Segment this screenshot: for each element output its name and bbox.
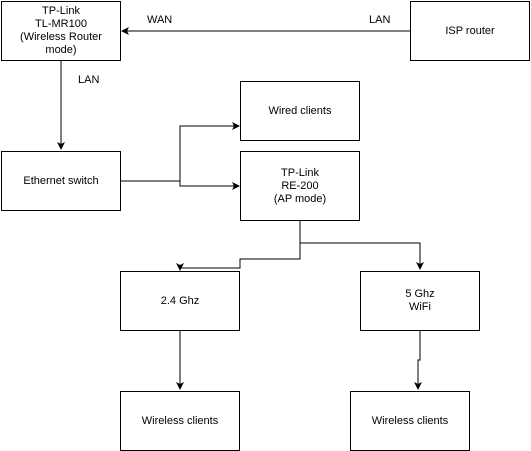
ethernet-switch-label: Ethernet switch: [23, 174, 99, 187]
band-24ghz-label: 2.4 Ghz: [160, 294, 200, 307]
tplink-router-label: TP-Link TL-MR100 (Wireless Router mode): [20, 5, 102, 56]
band-5ghz-label: 5 Ghz WiFi: [405, 288, 435, 313]
wireless-clients-24-label: Wireless clients: [141, 414, 219, 427]
tplink-router-node: TP-Link TL-MR100 (Wireless Router mode): [1, 1, 121, 61]
tplink-ap-label: TP-Link RE-200 (AP mode): [273, 166, 327, 205]
band-24ghz-node: 2.4 Ghz: [120, 271, 240, 331]
band-5ghz-node: 5 Ghz WiFi: [360, 271, 480, 331]
lan-isp-label: LAN: [369, 14, 391, 26]
wireless-clients-5-node: Wireless clients: [350, 391, 470, 451]
lan-switch-label: LAN: [78, 74, 100, 86]
wan-label: WAN: [147, 14, 173, 26]
edge-ap-to-5ghz: [299, 221, 424, 270]
wired-clients-label: Wired clients: [268, 104, 332, 117]
wired-clients-node: Wired clients: [240, 81, 360, 141]
edge-ap-to-24ghz: [176, 221, 301, 271]
edge-5ghz-to-wireless-clients: [414, 331, 422, 390]
ethernet-switch-node: Ethernet switch: [1, 151, 121, 211]
wireless-clients-5-label: Wireless clients: [371, 414, 449, 427]
edge-switch-to-wired-clients: [121, 122, 240, 182]
isp-router-node: ISP router: [410, 1, 530, 61]
isp-router-label: ISP router: [445, 24, 495, 37]
wireless-clients-24-node: Wireless clients: [120, 391, 240, 451]
tplink-ap-node: TP-Link RE-200 (AP mode): [240, 151, 360, 221]
edge-switch-to-ap: [121, 180, 240, 190]
